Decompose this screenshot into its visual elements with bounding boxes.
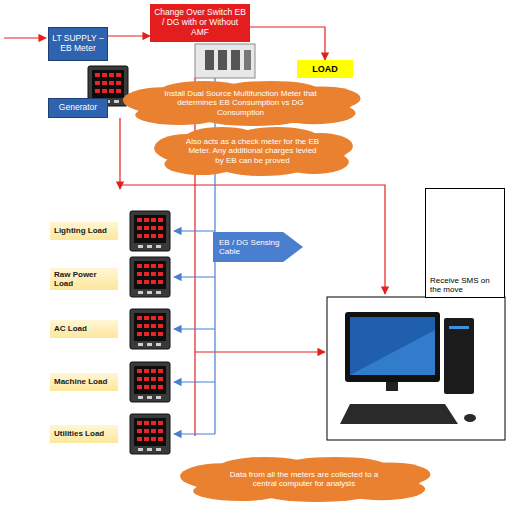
meter bbox=[130, 414, 170, 454]
note-cloud: Also acts as a check meter for the EB Me… bbox=[150, 126, 355, 176]
supply-line bbox=[4, 37, 46, 38]
node-text: EB / DG Sensing Cable bbox=[219, 238, 283, 256]
node-text: Also acts as a check meter for the EB Me… bbox=[185, 137, 320, 165]
node-text: LOAD bbox=[312, 64, 338, 74]
node-text: Data from all the meters are collected t… bbox=[219, 470, 389, 488]
connector bbox=[250, 27, 325, 60]
node-text: Raw Power Load bbox=[54, 270, 114, 288]
note-cloud: Install Dual Source Multifunction Meter … bbox=[118, 80, 363, 126]
node-text: Lighting Load bbox=[54, 226, 107, 235]
node-text: Receive SMS on the move bbox=[430, 276, 500, 294]
node-text: Generator bbox=[59, 103, 97, 113]
source-box: LT SUPPLY – EB Meter bbox=[48, 27, 108, 61]
meter bbox=[130, 309, 170, 349]
node-text: AC Load bbox=[54, 324, 87, 333]
computer bbox=[327, 297, 505, 440]
switch-box: Change Over Switch EB / DG with or Witho… bbox=[150, 4, 250, 42]
cable-arrow: EB / DG Sensing Cable bbox=[213, 232, 303, 262]
load-label: Utilities Load bbox=[50, 425, 118, 443]
node-text: Install Dual Source Multifunction Meter … bbox=[160, 89, 322, 117]
load-box: LOAD bbox=[297, 60, 353, 78]
node-text: Machine Load bbox=[54, 377, 107, 386]
note-cloud: Data from all the meters are collected t… bbox=[175, 456, 433, 502]
node-text: Change Over Switch EB / DG with or Witho… bbox=[154, 8, 246, 37]
load-label: Raw Power Load bbox=[50, 268, 118, 290]
data-wire bbox=[119, 185, 120, 189]
node-text: LT SUPPLY – EB Meter bbox=[52, 34, 104, 54]
node-text: Utilities Load bbox=[54, 429, 104, 438]
connector bbox=[108, 35, 150, 36]
switch-device bbox=[195, 44, 255, 78]
source-box: Generator bbox=[48, 98, 108, 118]
sensing-arrows bbox=[174, 231, 215, 434]
meter bbox=[130, 362, 170, 402]
meter bbox=[130, 211, 170, 251]
meter bbox=[130, 257, 170, 297]
load-label: AC Load bbox=[50, 320, 118, 338]
load-label: Lighting Load bbox=[50, 222, 118, 240]
load-label: Machine Load bbox=[50, 373, 118, 391]
person-box: Receive SMS on the move bbox=[425, 188, 505, 298]
